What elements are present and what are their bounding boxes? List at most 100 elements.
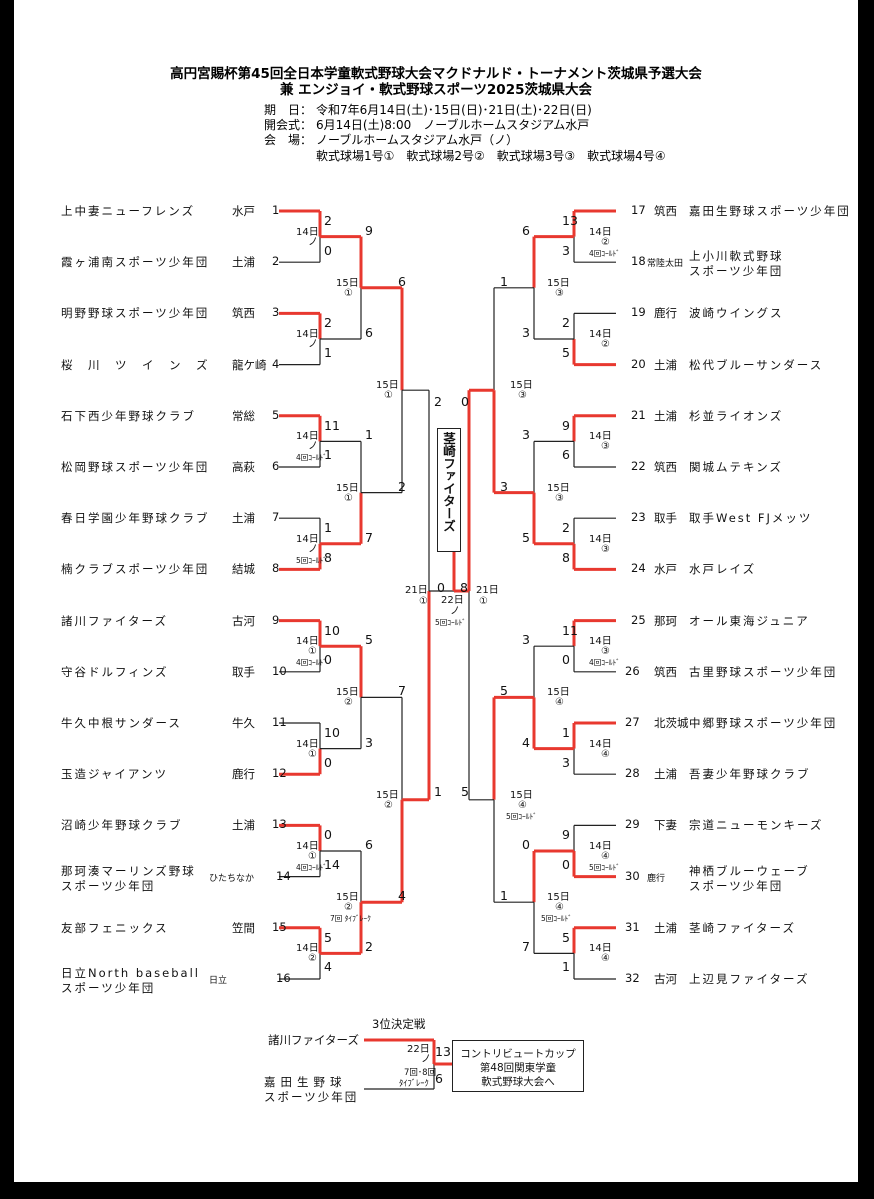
r2-venue: ② (344, 902, 353, 914)
team-town: 鹿行 (654, 306, 677, 321)
team-name: 神栖ブルーウェーブ (689, 863, 810, 878)
r1-score: 13 (562, 213, 578, 228)
advance-box (452, 1040, 584, 1092)
r1-date: 14日 (296, 943, 319, 955)
r1-score: 10 (324, 622, 340, 638)
team-name: 宗道ニューモンキーズ (689, 818, 824, 833)
third-place-score-b: 6 (435, 1071, 443, 1086)
champion-name: 茎崎ファイターズ (441, 432, 456, 532)
qf-date: 15日 (376, 380, 399, 392)
team-name: 茎崎ファイターズ (689, 920, 796, 935)
r1-score: 5 (324, 929, 332, 945)
r3-score-top: 5 (500, 683, 508, 699)
sf-date: 21日 (405, 585, 428, 596)
r1-venue: ② (308, 953, 317, 965)
team-name: 関城ムテキンズ (689, 460, 783, 474)
r1-score: 0 (324, 652, 332, 668)
advance-box-line-2: 第48回関東学童 (479, 1062, 557, 1074)
r1-date: 14日 (296, 636, 319, 648)
team-town: 笠間 (232, 920, 255, 935)
team-number: 27 (625, 715, 640, 729)
r2-score: 5 (365, 632, 373, 648)
opening-value: 6月14日(土)8:00 ノーブルホームスタジアム水戸 (316, 118, 590, 132)
team-number: 11 (272, 715, 287, 729)
r2-note: 7回 ﾀｲﾌﾞﾚｰｸ (330, 914, 371, 924)
r1-score: 2 (324, 213, 332, 228)
r2-date: 15日 (547, 892, 570, 904)
date-value: 令和7年6月14日(土)･15日(日)･21日(土)･22日(日) (316, 103, 592, 117)
team-name: 牛久中根サンダース (61, 716, 182, 730)
r1-date: 14日 (296, 226, 319, 238)
r1-score: 5 (562, 929, 570, 945)
r1-score: 0 (562, 652, 570, 668)
r2-date: 15日 (336, 892, 359, 904)
r3-score-bottom: 1 (500, 888, 508, 904)
team-number: 2 (272, 254, 280, 269)
final-venue: ノ (450, 606, 460, 617)
team-name: 水戸レイズ (689, 562, 757, 577)
team-town: 日立 (209, 976, 228, 986)
r2-venue: ④ (555, 902, 564, 914)
r1-date: 14日 (589, 636, 612, 648)
r1-date: 14日 (589, 841, 612, 852)
team-town: 土浦 (232, 818, 255, 833)
bracket-lines (279, 209, 616, 1090)
team-town: 鹿行 (232, 767, 255, 782)
advance-box-line-3: 軟式野球大会へ (481, 1076, 555, 1088)
r2-score: 3 (522, 325, 530, 340)
team-number: 4 (272, 356, 280, 371)
third-place-date: 22日 (407, 1044, 430, 1055)
team-number: 10 (272, 663, 287, 678)
r1-date: 14日 (589, 738, 612, 750)
team-name-2: スポーツ少年団 (689, 878, 784, 893)
team-name: 上辺見ファイターズ (689, 972, 810, 986)
team-name: 友部フェニックス (61, 920, 169, 935)
r2-score: 9 (365, 222, 373, 238)
r1-score: 4 (324, 959, 332, 975)
r1-venue: ノ (308, 441, 318, 453)
final-note: 5回ｺｰﾙﾄﾞ (435, 618, 467, 627)
team-number: 1 (272, 203, 280, 217)
team-town: 土浦 (654, 920, 677, 935)
r1-score: 1 (562, 725, 570, 740)
date-label: 期 日： (264, 103, 313, 117)
r1-date: 14日 (589, 226, 612, 238)
third-place-score-a: 13 (435, 1044, 451, 1059)
team-number: 8 (272, 561, 280, 576)
r2-score: 3 (522, 427, 530, 443)
team-town: 土浦 (654, 767, 677, 782)
bracket-sheet: 高円宮賜杯第45回全日本学童軟式野球大会マクドナルド・トーナメント茨城県予選大会… (14, 0, 858, 1182)
r1-score: 1 (324, 345, 332, 360)
team-town: 結城 (232, 562, 255, 577)
team-name: 取手West FJメッツ (689, 511, 813, 526)
r1-score: 9 (562, 827, 570, 843)
r1-score: 0 (324, 754, 332, 770)
team-town: 古河 (654, 972, 677, 986)
r1-score: 1 (324, 520, 332, 536)
r2-date: 15日 (547, 482, 570, 494)
r1-score: 9 (562, 417, 570, 433)
team-name: 玉造ジャイアンツ (61, 767, 168, 782)
r1-date: 14日 (589, 943, 612, 955)
r1-venue: ④ (601, 748, 610, 760)
r1-score: 1 (324, 447, 332, 463)
r2-venue: ① (344, 287, 353, 299)
qf-date: 15日 (510, 789, 533, 801)
team-town: 筑西 (654, 204, 677, 218)
team-name: 松代ブルーサンダース (689, 357, 824, 372)
r2-note: 5回ｺｰﾙﾄﾞ (541, 914, 573, 924)
team-town: 古河 (232, 613, 255, 628)
r1-venue: ノ (308, 543, 318, 555)
r1-venue: ③ (601, 441, 610, 453)
r2-score: 5 (522, 529, 530, 545)
r3-score-top: 7 (398, 683, 406, 699)
team-town: 筑西 (654, 664, 677, 679)
r1-date: 14日 (589, 329, 612, 340)
team-town: 土浦 (232, 511, 255, 526)
r1-venue: ノ (308, 236, 318, 248)
team-name: 霞ヶ浦南スポーツ少年団 (61, 255, 210, 270)
r1-score: 8 (562, 549, 570, 565)
team-name: 諸川ファイターズ (61, 613, 168, 628)
r1-score: 2 (562, 520, 570, 536)
final-date: 22日 (441, 595, 464, 606)
